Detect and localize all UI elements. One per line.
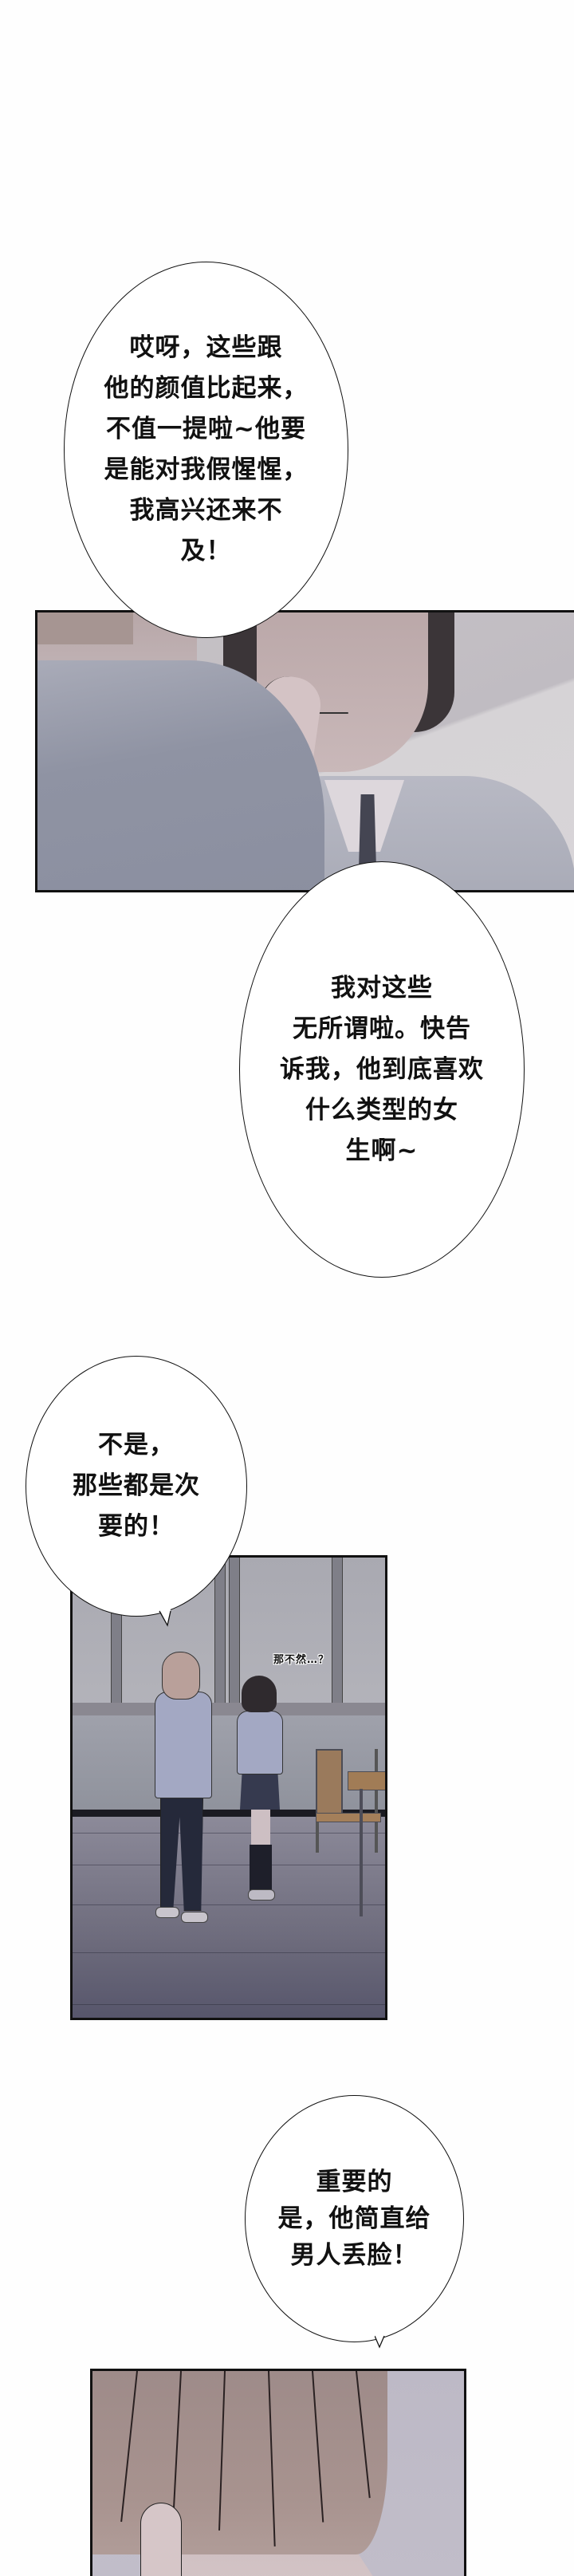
- boy-shoulder: [37, 660, 324, 890]
- baseboard: [73, 1810, 385, 1817]
- girl-body: [237, 1711, 283, 1774]
- boy-hair: [37, 612, 133, 644]
- girl-shoe: [248, 1889, 275, 1900]
- chair-seat: [316, 1813, 381, 1822]
- speech-bubble-tail: [375, 2334, 385, 2349]
- classroom-desk: [348, 1771, 385, 1790]
- speech-bubble: 我对这些 无所谓啦。快告 诉我，他到底喜欢 什么类型的女 生啊~: [239, 861, 525, 1278]
- classroom-floor: [73, 1817, 385, 2018]
- boy-ear: [140, 2503, 182, 2576]
- comic-panel-closeup-girl: [35, 610, 574, 892]
- boy-hair: [92, 2371, 387, 2554]
- speech-bubble-text: 我对这些 无所谓啦。快告 诉我，他到底喜欢 什么类型的女 生啊~: [280, 973, 484, 1165]
- desk-leg: [360, 1789, 363, 1916]
- boy-head: [162, 1652, 200, 1700]
- window-frame: [214, 1558, 226, 1709]
- girl-socks: [250, 1845, 272, 1893]
- chair-back: [316, 1749, 343, 1816]
- comic-panel-hair-closeup: [90, 2369, 466, 2576]
- speech-bubble-text: 重要的 是，他简直给 男人丢脸！: [277, 2168, 431, 2270]
- speech-bubble-tail: [159, 1609, 171, 1627]
- speech-bubble: 哎呀，这些跟 他的颜值比起来， 不值一提啦~他要 是能对我假惺惺， 我高兴还来不…: [64, 262, 348, 638]
- boy-shoe: [181, 1912, 208, 1923]
- speech-bubble: 重要的 是，他简直给 男人丢脸！: [245, 2095, 464, 2342]
- window-frame: [229, 1558, 240, 1709]
- comic-panel-classroom: 那不然…？: [70, 1555, 387, 2020]
- boy-body: [155, 1692, 212, 1798]
- sfx-text: 那不然…？: [273, 1654, 330, 1666]
- speech-bubble-text: 哎呀，这些跟 他的颜值比起来， 不值一提啦~他要 是能对我假惺惺， 我高兴还来不…: [104, 333, 309, 565]
- speech-bubble-text: 不是， 那些都是次 要的！: [73, 1431, 200, 1541]
- girl-mouth: [316, 712, 348, 714]
- speech-bubble: 不是， 那些都是次 要的！: [26, 1356, 247, 1617]
- girl-head: [242, 1676, 277, 1712]
- boy-shoe: [155, 1907, 179, 1918]
- window-frame: [332, 1558, 343, 1709]
